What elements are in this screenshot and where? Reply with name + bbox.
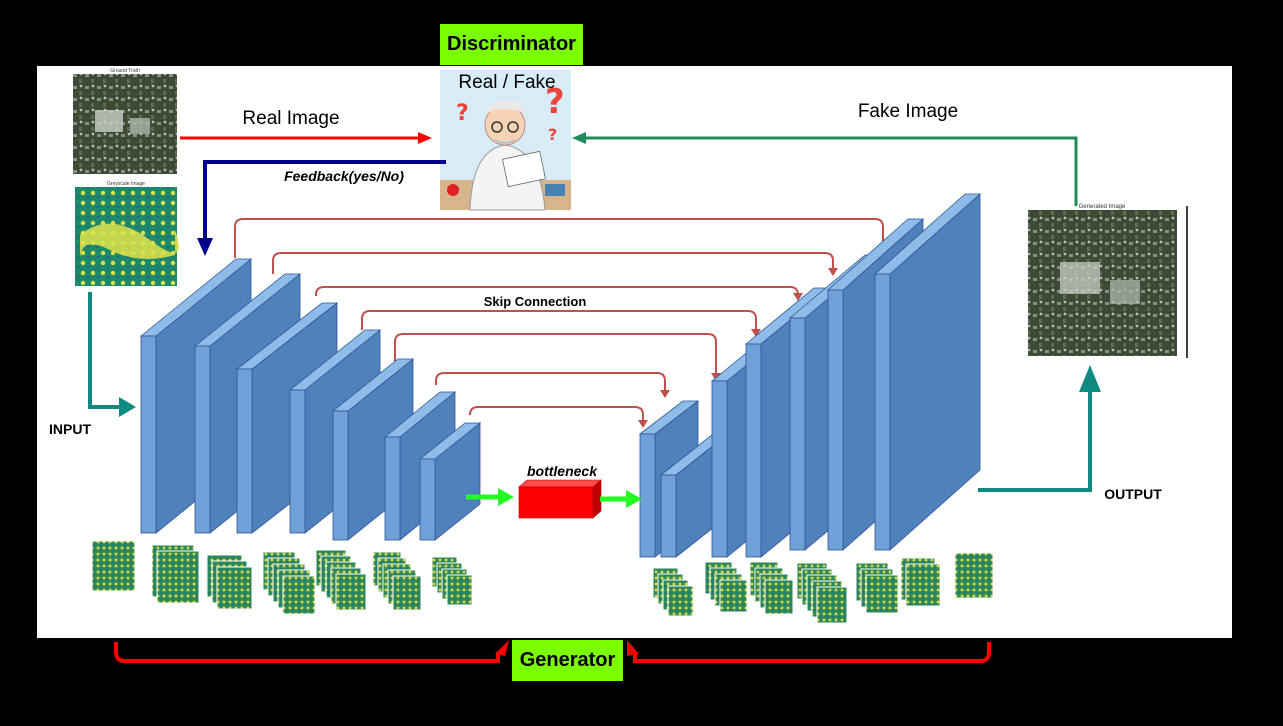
greyscale-input-image: Greyscale Image — [75, 181, 180, 286]
output-arrow — [978, 365, 1101, 492]
feature-map-stack — [652, 567, 694, 617]
feature-map-stack — [900, 557, 941, 607]
skip-connection-arrow — [435, 372, 670, 398]
bottleneck-out-arrow — [600, 490, 642, 508]
skip-connection-arrow — [361, 310, 761, 337]
generator-badge: Generator — [512, 640, 623, 681]
input-arrow — [88, 292, 136, 417]
generated-image: Generated Image — [1028, 204, 1188, 358]
unet-layers — [139, 193, 982, 558]
bottleneck-in-arrow — [466, 488, 514, 506]
bottleneck-label: bottleneck — [527, 463, 598, 479]
bottleneck-block — [518, 479, 602, 519]
feedback-label: Feedback(yes/No) — [284, 168, 404, 184]
skip-connection-arrow — [272, 252, 838, 276]
input-label: INPUT — [49, 421, 91, 437]
real-image-label: Real Image — [242, 108, 339, 129]
fake-image-arrow — [572, 132, 1078, 206]
skip-connection-arrow — [469, 406, 648, 428]
feature-map-stack — [206, 554, 253, 610]
skip-connections — [234, 218, 888, 428]
feature-map-stack — [372, 551, 422, 611]
encoder-layer — [418, 422, 482, 541]
output-label: OUTPUT — [1104, 486, 1162, 502]
question-mark-icon: ? — [545, 82, 565, 122]
ground-truth-image: Ground Truth — [73, 68, 177, 174]
decoder-layer — [873, 193, 982, 551]
feature-map-stack — [855, 562, 899, 614]
feature-map-stack — [262, 551, 316, 615]
feature-map-stack — [431, 556, 473, 606]
generator-left-arrow — [114, 640, 509, 663]
question-mark-icon: ? — [456, 101, 469, 126]
feature-map-stack — [151, 544, 200, 604]
real-fake-label: Real / Fake — [458, 72, 555, 93]
ground-truth-caption: Ground Truth — [110, 68, 140, 74]
real-image-arrow — [180, 132, 432, 144]
feature-map-stack — [796, 562, 848, 624]
feature-map-stack — [954, 552, 994, 599]
skip-connection-arrow — [394, 333, 721, 381]
skip-connection-arrow — [315, 286, 803, 301]
question-mark-icon: ? — [548, 125, 557, 144]
generator-right-arrow — [627, 640, 991, 663]
feature-map-stack — [749, 561, 794, 615]
skip-connection-label: Skip Connection — [484, 294, 587, 309]
greyscale-caption: Greyscale Image — [107, 181, 145, 187]
discriminator-professor-illustration: ? ? ? — [440, 70, 571, 211]
discriminator-badge: Discriminator — [440, 24, 583, 65]
feedback-arrow — [197, 160, 446, 256]
fake-image-label: Fake Image — [858, 101, 958, 122]
feature-map-stack — [315, 549, 367, 611]
generated-caption: Generated Image — [1079, 204, 1126, 210]
feature-map-stack — [704, 561, 748, 613]
feature-map-thumbnails — [91, 540, 994, 624]
feature-map-stack — [91, 540, 136, 592]
